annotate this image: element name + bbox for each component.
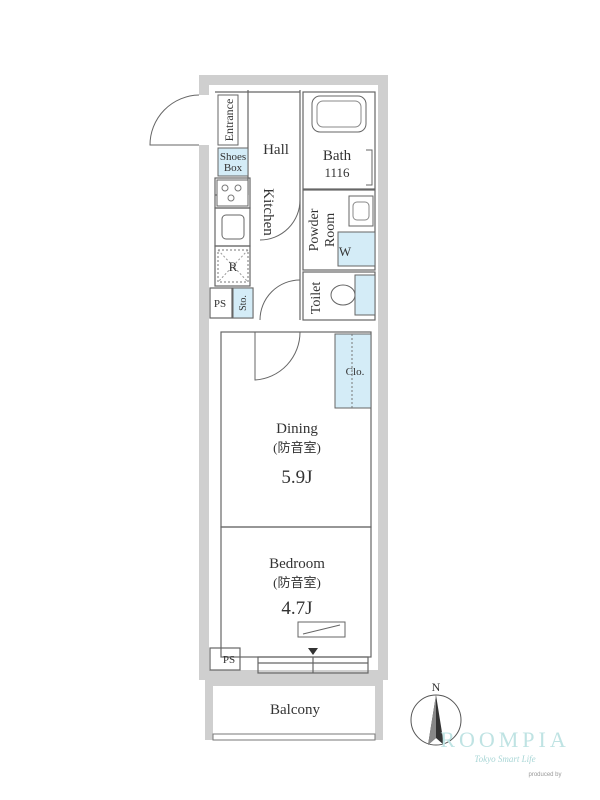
interior-walls: [209, 90, 376, 674]
refrigerator-label: R: [229, 259, 238, 274]
dining-note: (防音室): [273, 440, 321, 455]
compass: N: [410, 680, 462, 746]
dining-label: Dining: [276, 421, 318, 437]
dining-size: 5.9J: [281, 467, 312, 488]
balcony-label: Balcony: [270, 702, 320, 718]
toilet-label: Toilet: [309, 282, 324, 315]
shoes-box-label-1: Shoes: [220, 151, 246, 163]
doors: [149, 94, 301, 528]
fixtures: [216, 94, 376, 655]
bath-size-label: 1116: [324, 165, 350, 180]
shoes-box-label-2: Box: [224, 162, 243, 174]
bedroom-note: (防音室): [273, 575, 321, 590]
bedroom-label: Bedroom: [269, 556, 325, 572]
hall-label: Hall: [263, 142, 289, 158]
brand-tagline: Tokyo Smart Life: [474, 754, 535, 764]
room-labels: Entrance Shoes Box Hall Bath 1116 Kitche…: [214, 99, 365, 718]
bedroom-size: 4.7J: [281, 598, 312, 619]
powder-room-label-2: Room: [323, 213, 338, 247]
bath-label: Bath: [323, 148, 352, 164]
powder-room-label-1: Powder: [307, 208, 322, 251]
storage-label: Sto.: [238, 295, 249, 311]
washer-label: W: [339, 244, 352, 259]
brand-name: ROOMPIA: [440, 727, 569, 752]
entrance-label: Entrance: [222, 99, 236, 142]
brand-logo: ROOMPIA Tokyo Smart Life produced by: [440, 727, 569, 778]
brand-credit: produced by: [528, 772, 561, 778]
compass-north-label: N: [432, 680, 441, 694]
kitchen-label: Kitchen: [260, 188, 276, 236]
closet-label: Clo.: [346, 366, 365, 378]
ps-top-label: PS: [214, 298, 226, 310]
ps-bottom-label: PS: [223, 654, 235, 666]
